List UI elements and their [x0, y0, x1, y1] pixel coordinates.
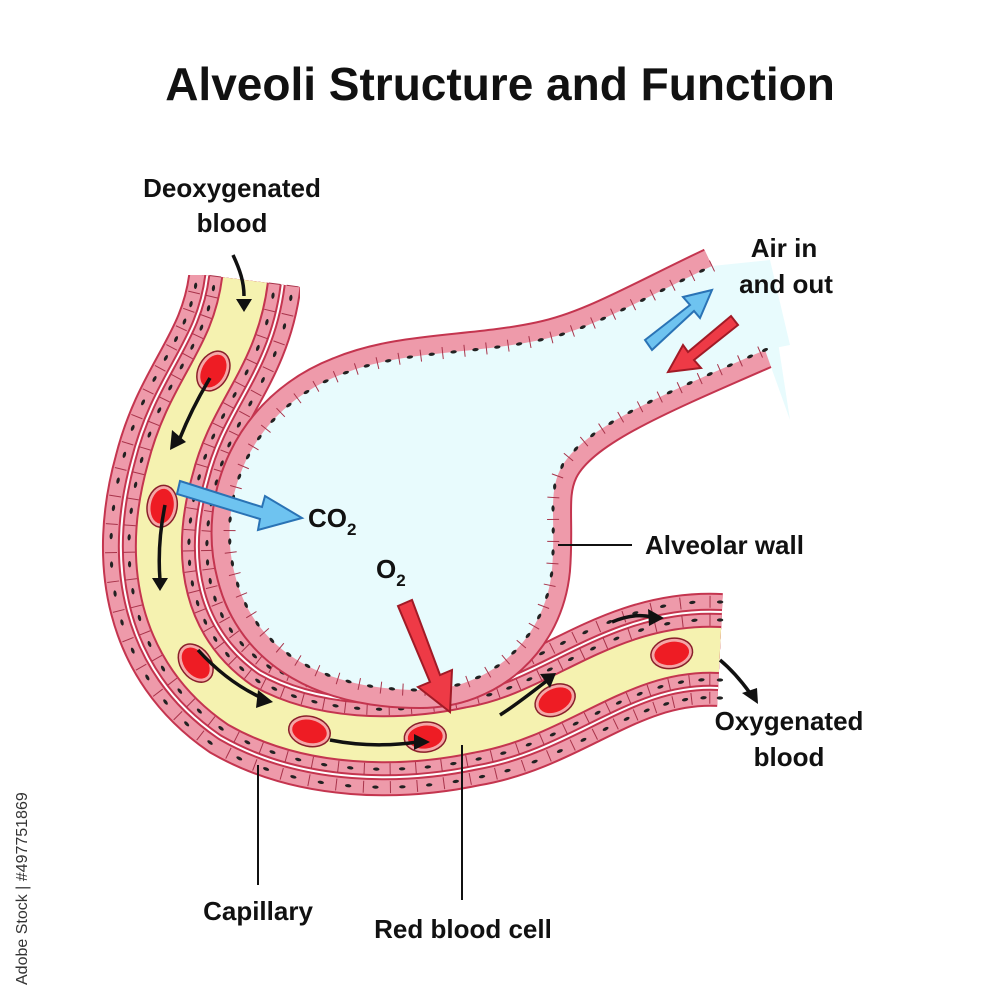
label-air-line2: and out [739, 269, 833, 299]
stock-id-watermark: Adobe Stock | #497751869 [14, 792, 31, 985]
flow-arrow-out [720, 660, 750, 693]
label-air-line1: Air in [751, 233, 817, 263]
label-capillary: Capillary [203, 896, 313, 926]
page-title: Alveoli Structure and Function [165, 58, 835, 110]
label-deoxygenated-line1: Deoxygenated [143, 173, 321, 203]
label-alveolar-wall: Alveolar wall [645, 530, 804, 560]
label-oxygenated-line2: blood [754, 742, 825, 772]
label-oxygenated-line1: Oxygenated [715, 706, 864, 736]
label-deoxygenated-line2: blood [197, 208, 268, 238]
label-red-blood-cell: Red blood cell [374, 914, 552, 944]
